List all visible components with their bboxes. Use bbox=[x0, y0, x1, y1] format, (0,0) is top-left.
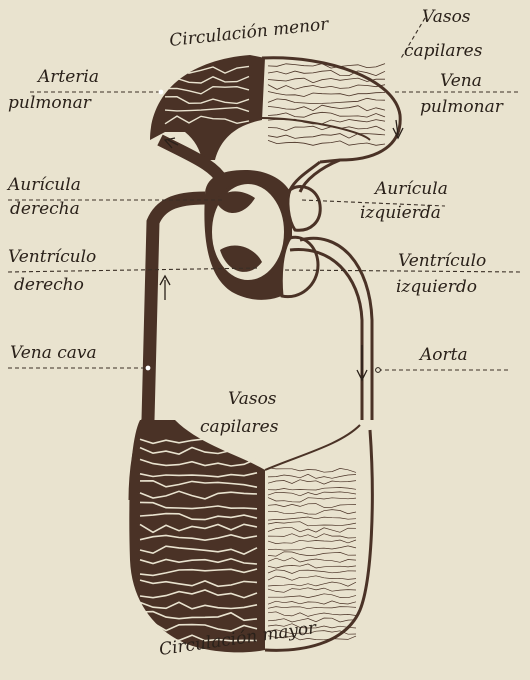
label-ventriculo-izquierdo-1: Ventrículo bbox=[398, 251, 486, 271]
label-circulacion-menor: Circulación menor bbox=[168, 14, 330, 51]
systemic-light-capillaries bbox=[268, 468, 356, 640]
label-auricula-izquierda-1: Aurícula bbox=[373, 179, 448, 199]
label-pulmonar-left: pulmonar bbox=[8, 93, 92, 113]
pulmonary-light-capillaries bbox=[268, 64, 385, 146]
label-ventriculo-derecho-1: Ventrículo bbox=[8, 247, 96, 267]
label-vasos-capilares-center-1: Vasos bbox=[228, 389, 277, 409]
label-pulmonar-right: pulmonar bbox=[420, 97, 504, 117]
label-auricula-derecha-2: derecha bbox=[10, 199, 80, 219]
label-auricula-derecha-1: Aurícula bbox=[6, 175, 81, 195]
label-ventriculo-derecho-2: derecho bbox=[14, 275, 84, 295]
label-vasos-capilares-top-1: Vasos bbox=[422, 7, 471, 27]
label-auricula-izquierda-2: izquierda bbox=[360, 203, 441, 223]
label-arteria: Arteria bbox=[36, 67, 99, 87]
label-aorta: Aorta bbox=[418, 345, 468, 365]
label-vasos-capilares-center-2: capilares bbox=[200, 417, 279, 437]
label-vasos-capilares-top-2: capilares bbox=[404, 41, 483, 61]
label-ventriculo-izquierdo-2: izquierdo bbox=[396, 277, 477, 297]
label-vena: Vena bbox=[440, 71, 482, 91]
label-vena-cava: Vena cava bbox=[10, 343, 97, 363]
